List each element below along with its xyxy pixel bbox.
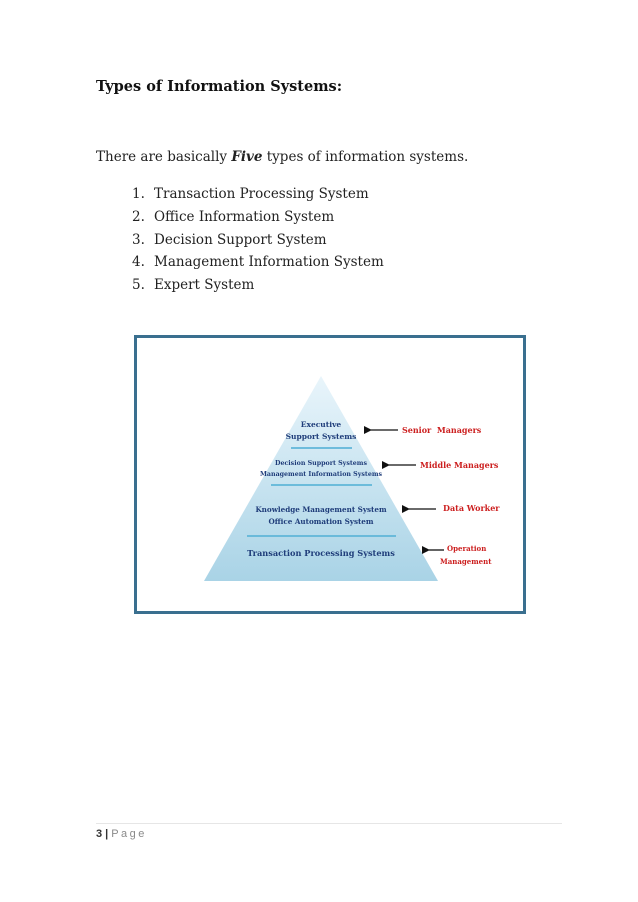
list-item-label: Transaction Processing System xyxy=(154,186,369,202)
level-executive-line-2: Support Systems xyxy=(286,432,357,441)
list-item-number: 3. xyxy=(132,231,145,248)
list-item: 3. Decision Support System xyxy=(132,229,384,252)
list-item-number: 5. xyxy=(132,277,145,294)
list-item-number: 2. xyxy=(132,208,145,225)
footer-rule xyxy=(96,823,562,824)
list-item-label: Decision Support System xyxy=(154,231,327,248)
intro-text-after: types of information systems. xyxy=(262,149,469,165)
level-decision-line-2: Management Information Systems xyxy=(260,471,383,478)
pyramid-shape xyxy=(204,376,438,581)
list-item-number: 4. xyxy=(132,254,145,271)
list-item: 1. Transaction Processing System xyxy=(132,183,384,206)
page-word: Page xyxy=(111,828,147,840)
level-transaction-line-1: Transaction Processing Systems xyxy=(247,548,395,558)
audience-operation-line-2: Management xyxy=(440,557,492,566)
audience-operation-line-1: Operation xyxy=(447,544,486,553)
list-item-label: Expert System xyxy=(154,277,255,294)
audience-middle: Middle Managers xyxy=(420,460,499,470)
page-number: 3 xyxy=(96,828,103,840)
information-system-types-list: 1. Transaction Processing System 2. Office… xyxy=(132,183,384,297)
list-item: 5. Expert System xyxy=(132,274,384,297)
level-knowledge-line-2: Office Automation System xyxy=(268,517,373,526)
list-item: 2. Office Information System xyxy=(132,206,384,229)
pyramid-diagram: Executive Support Systems Decision Suppo… xyxy=(204,376,500,581)
level-knowledge-line-1: Knowledge Management System xyxy=(255,505,387,514)
level-executive-line-1: Executive xyxy=(301,420,342,429)
audience-data-worker: Data Worker xyxy=(443,503,500,513)
footer-separator: | xyxy=(105,828,109,840)
list-item-label: Management Information System xyxy=(154,254,384,271)
level-decision-line-1: Decision Support Systems xyxy=(275,460,367,467)
intro-paragraph: There are basically Five types of inform… xyxy=(96,149,468,165)
intro-text-before: There are basically xyxy=(96,149,232,165)
list-item: 4. Management Information System xyxy=(132,251,384,274)
list-item-label: Office Information System xyxy=(154,208,335,225)
page-heading: Types of Information Systems: xyxy=(96,78,343,95)
list-item-number: 1. xyxy=(132,186,145,202)
page-footer: 3|Page xyxy=(96,828,147,840)
audience-senior: Senior Managers xyxy=(402,425,482,435)
pyramid-figure: Executive Support Systems Decision Suppo… xyxy=(134,335,526,614)
intro-emphasis: Five xyxy=(231,149,263,165)
